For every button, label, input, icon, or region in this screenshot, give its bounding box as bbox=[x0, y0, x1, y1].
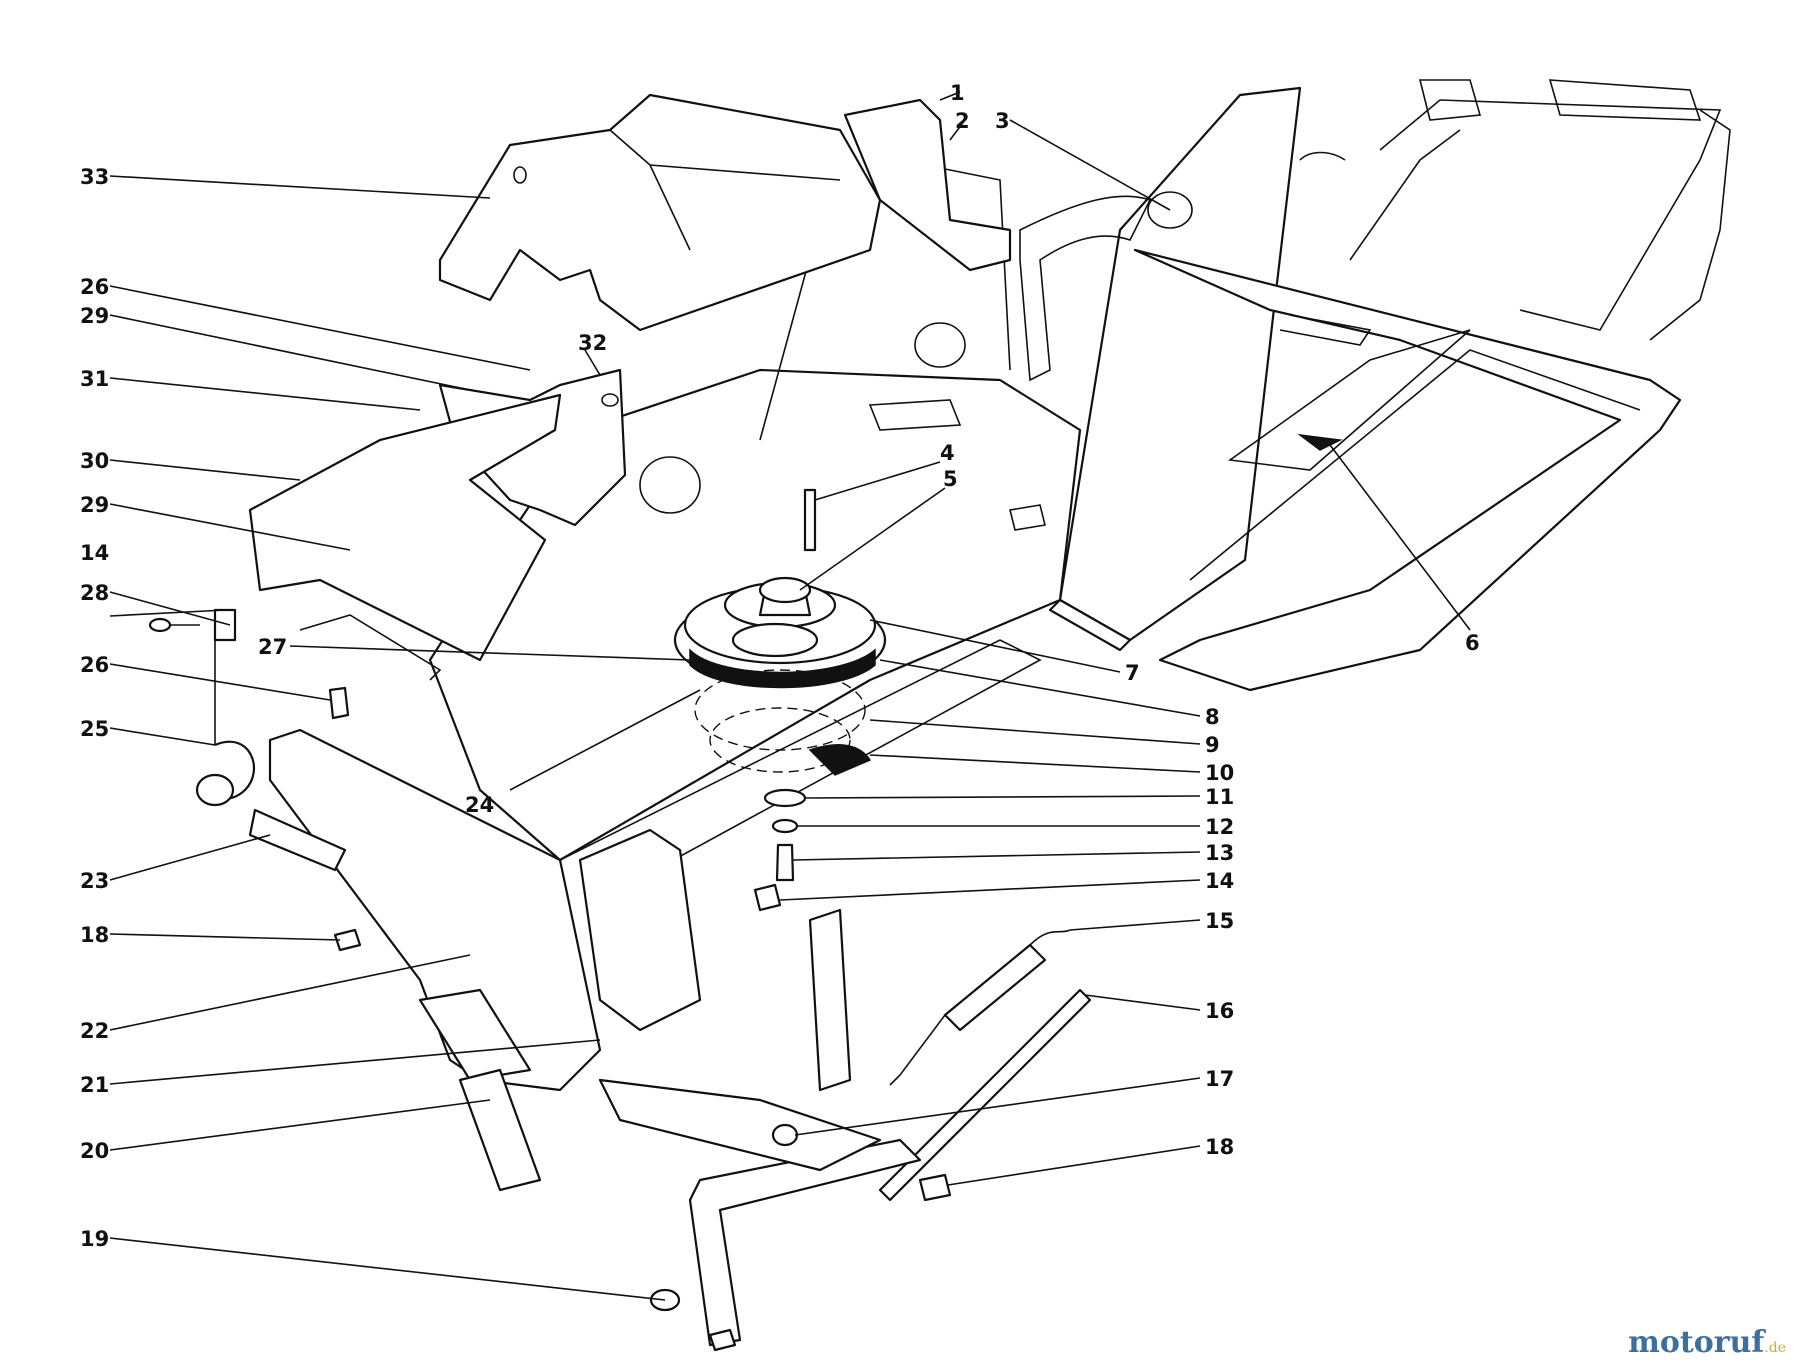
callout-26: 26 bbox=[80, 275, 109, 299]
callout-14b: 14 bbox=[1205, 869, 1234, 893]
spring-and-rod bbox=[458, 929, 1092, 1352]
bracket-and-shield bbox=[248, 368, 627, 681]
callout-7: 7 bbox=[1125, 661, 1140, 685]
callout-13: 13 bbox=[1205, 841, 1234, 865]
watermark-main: motoruf bbox=[1628, 1325, 1765, 1360]
callout-1: 1 bbox=[950, 81, 965, 105]
callout-2: 2 bbox=[955, 109, 970, 133]
callout-8: 8 bbox=[1205, 705, 1220, 729]
callout-30: 30 bbox=[80, 449, 109, 473]
callout-33: 33 bbox=[80, 165, 109, 189]
callout-21: 21 bbox=[80, 1073, 109, 1097]
callout-6: 6 bbox=[1465, 631, 1480, 655]
callout-4: 4 bbox=[940, 441, 955, 465]
callout-29b: 29 bbox=[80, 493, 109, 517]
callout-16: 16 bbox=[1205, 999, 1234, 1023]
callout-20: 20 bbox=[80, 1139, 109, 1163]
callout-12: 12 bbox=[1205, 815, 1234, 839]
callout-25: 25 bbox=[80, 717, 109, 741]
callout-32: 32 bbox=[578, 331, 607, 355]
callout-31: 31 bbox=[80, 367, 109, 391]
callout-17: 17 bbox=[1205, 1067, 1234, 1091]
callout-10: 10 bbox=[1205, 761, 1234, 785]
callout-9: 9 bbox=[1205, 733, 1220, 757]
callout-24: 24 bbox=[465, 793, 494, 817]
callout-labels: 1 2 3 33 26 29 32 31 30 29 14 28 27 26 2… bbox=[80, 81, 1480, 1251]
callout-28: 28 bbox=[80, 581, 109, 605]
callout-3: 3 bbox=[995, 109, 1010, 133]
pulley-assembly bbox=[673, 488, 887, 912]
callout-15: 15 bbox=[1205, 909, 1234, 933]
chassis-frame bbox=[1019, 79, 1731, 692]
top-cover-part bbox=[438, 93, 1012, 332]
callout-18: 18 bbox=[80, 923, 109, 947]
callout-14: 14 bbox=[80, 541, 109, 565]
leader-lines bbox=[109, 91, 1471, 1301]
left-linkage bbox=[148, 608, 362, 952]
callout-23: 23 bbox=[80, 869, 109, 893]
callout-22: 22 bbox=[80, 1019, 109, 1043]
watermark-suffix: .de bbox=[1764, 1340, 1786, 1356]
callout-5: 5 bbox=[943, 467, 958, 491]
callout-27: 27 bbox=[258, 635, 287, 659]
callout-11: 11 bbox=[1205, 785, 1234, 809]
callout-29: 29 bbox=[80, 304, 109, 328]
callout-19: 19 bbox=[80, 1227, 109, 1251]
callout-26b: 26 bbox=[80, 653, 109, 677]
watermark-logo: motoruf.de bbox=[1628, 1325, 1786, 1360]
callout-18b: 18 bbox=[1205, 1135, 1234, 1159]
